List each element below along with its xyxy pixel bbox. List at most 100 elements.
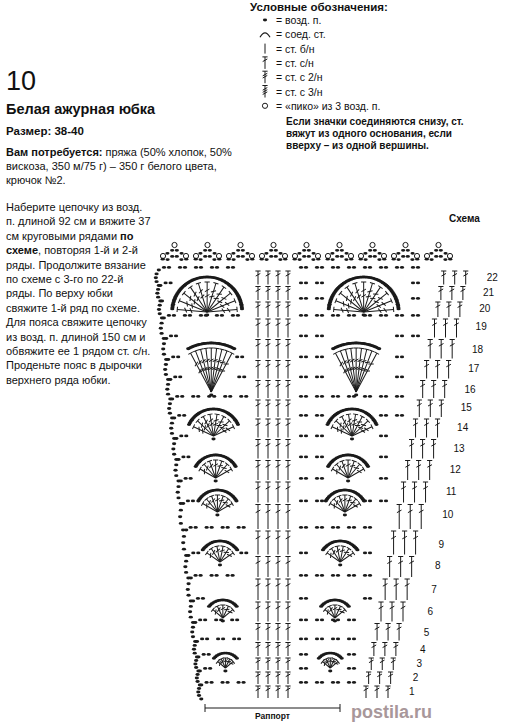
chain-dot xyxy=(176,480,180,483)
stitch-symbol xyxy=(258,482,259,503)
stitch-top xyxy=(205,282,210,283)
chain-dot xyxy=(315,297,319,300)
chart-row xyxy=(181,526,418,557)
stitch-top xyxy=(231,501,234,506)
stitch-cross xyxy=(342,301,346,306)
chain-dot xyxy=(179,509,183,512)
chain-dot xyxy=(182,535,186,538)
fan-stitch xyxy=(218,547,231,563)
stitch-symbol xyxy=(258,643,259,657)
chain-dot xyxy=(162,266,166,269)
chain-dot xyxy=(343,514,347,517)
stitch-cross xyxy=(374,299,379,304)
chain-dot xyxy=(230,619,234,622)
stitch-top xyxy=(285,642,290,643)
stitch-top xyxy=(354,497,358,500)
stitch-top xyxy=(348,348,353,350)
stitch-cross xyxy=(286,364,291,367)
chain-dot xyxy=(215,514,219,517)
stitch-top xyxy=(207,460,212,462)
chain-dot xyxy=(315,435,319,438)
chart-row xyxy=(154,266,469,287)
chain-dot xyxy=(214,480,218,483)
chain-dot xyxy=(154,276,158,279)
stitch-symbol xyxy=(389,557,390,578)
stitch-symbol xyxy=(268,686,269,698)
stitch-top xyxy=(450,339,455,340)
chain-dot xyxy=(159,327,163,330)
stitch-cross xyxy=(286,305,291,308)
chain-dot xyxy=(210,266,214,269)
stitch-symbol xyxy=(415,419,416,438)
chain-dot xyxy=(315,356,319,359)
chain-dot xyxy=(174,458,178,461)
stitch-symbol xyxy=(441,340,442,359)
fan-stitch xyxy=(209,349,225,393)
chain-dot xyxy=(226,526,230,529)
stitch-cross xyxy=(416,465,421,468)
chain-dot xyxy=(304,376,308,379)
stitch-cross xyxy=(365,369,370,373)
chain-dot xyxy=(346,480,350,483)
stitch-cross xyxy=(286,660,291,663)
chain-dot xyxy=(400,335,404,338)
stitch-top xyxy=(265,531,270,532)
stitch-top xyxy=(255,623,260,624)
chain-dot xyxy=(214,574,218,577)
stitch-top xyxy=(446,360,451,361)
stitch-top xyxy=(374,623,379,624)
stitch-top xyxy=(408,504,413,505)
stitch-top xyxy=(255,658,260,659)
stitch-cross xyxy=(188,296,193,301)
chain-dot xyxy=(315,414,319,417)
chain-dot xyxy=(299,653,303,656)
stitch-symbol xyxy=(268,579,269,600)
stitch-symbol xyxy=(465,271,466,285)
chain-dot xyxy=(188,314,192,317)
fan-stitch xyxy=(212,424,234,438)
chain-dot xyxy=(363,500,367,503)
stitch-cross xyxy=(266,688,271,691)
stitch-top xyxy=(255,504,260,505)
stitch-top xyxy=(265,271,270,272)
chain-dot xyxy=(186,594,190,597)
stitch-top xyxy=(265,579,270,580)
chain-dot xyxy=(232,258,236,261)
stitch-top xyxy=(358,463,362,466)
chain-dot xyxy=(201,597,205,600)
stitch-top xyxy=(202,463,206,466)
pico-symbol xyxy=(193,253,198,258)
stitch-top xyxy=(345,286,349,289)
chain-dot xyxy=(379,314,383,317)
stitch-top xyxy=(255,360,260,361)
stitch-symbol xyxy=(426,361,427,379)
stitch-top xyxy=(219,349,224,350)
stitch-symbol xyxy=(288,319,289,338)
stitch-top xyxy=(346,413,351,415)
pico-symbol xyxy=(160,253,165,258)
stitch-symbol xyxy=(418,461,419,481)
stitch-symbol xyxy=(211,351,227,392)
stitch-top xyxy=(204,497,208,500)
stitch-cross xyxy=(349,299,354,304)
stitch-top xyxy=(226,605,231,607)
fan-stitch xyxy=(354,352,379,393)
stitch-cross xyxy=(286,486,291,489)
stitch-cross xyxy=(428,403,433,406)
stitch-symbol xyxy=(278,602,279,622)
chain-dot xyxy=(352,667,356,670)
chain-dot xyxy=(203,249,207,252)
stitch-cross xyxy=(286,384,291,387)
chain-dot xyxy=(195,656,199,659)
stitch-top xyxy=(225,350,230,352)
chain-dot xyxy=(347,638,351,641)
stitch-cross xyxy=(373,292,378,297)
chain-dot xyxy=(164,373,168,376)
stitch-symbol xyxy=(258,658,259,670)
stitch-symbol xyxy=(410,505,411,530)
stitch-cross xyxy=(256,627,261,630)
stitch-symbol xyxy=(288,440,289,459)
stitch-cross xyxy=(256,486,261,489)
stitch-symbol xyxy=(288,302,289,317)
stitch-top xyxy=(232,424,234,429)
